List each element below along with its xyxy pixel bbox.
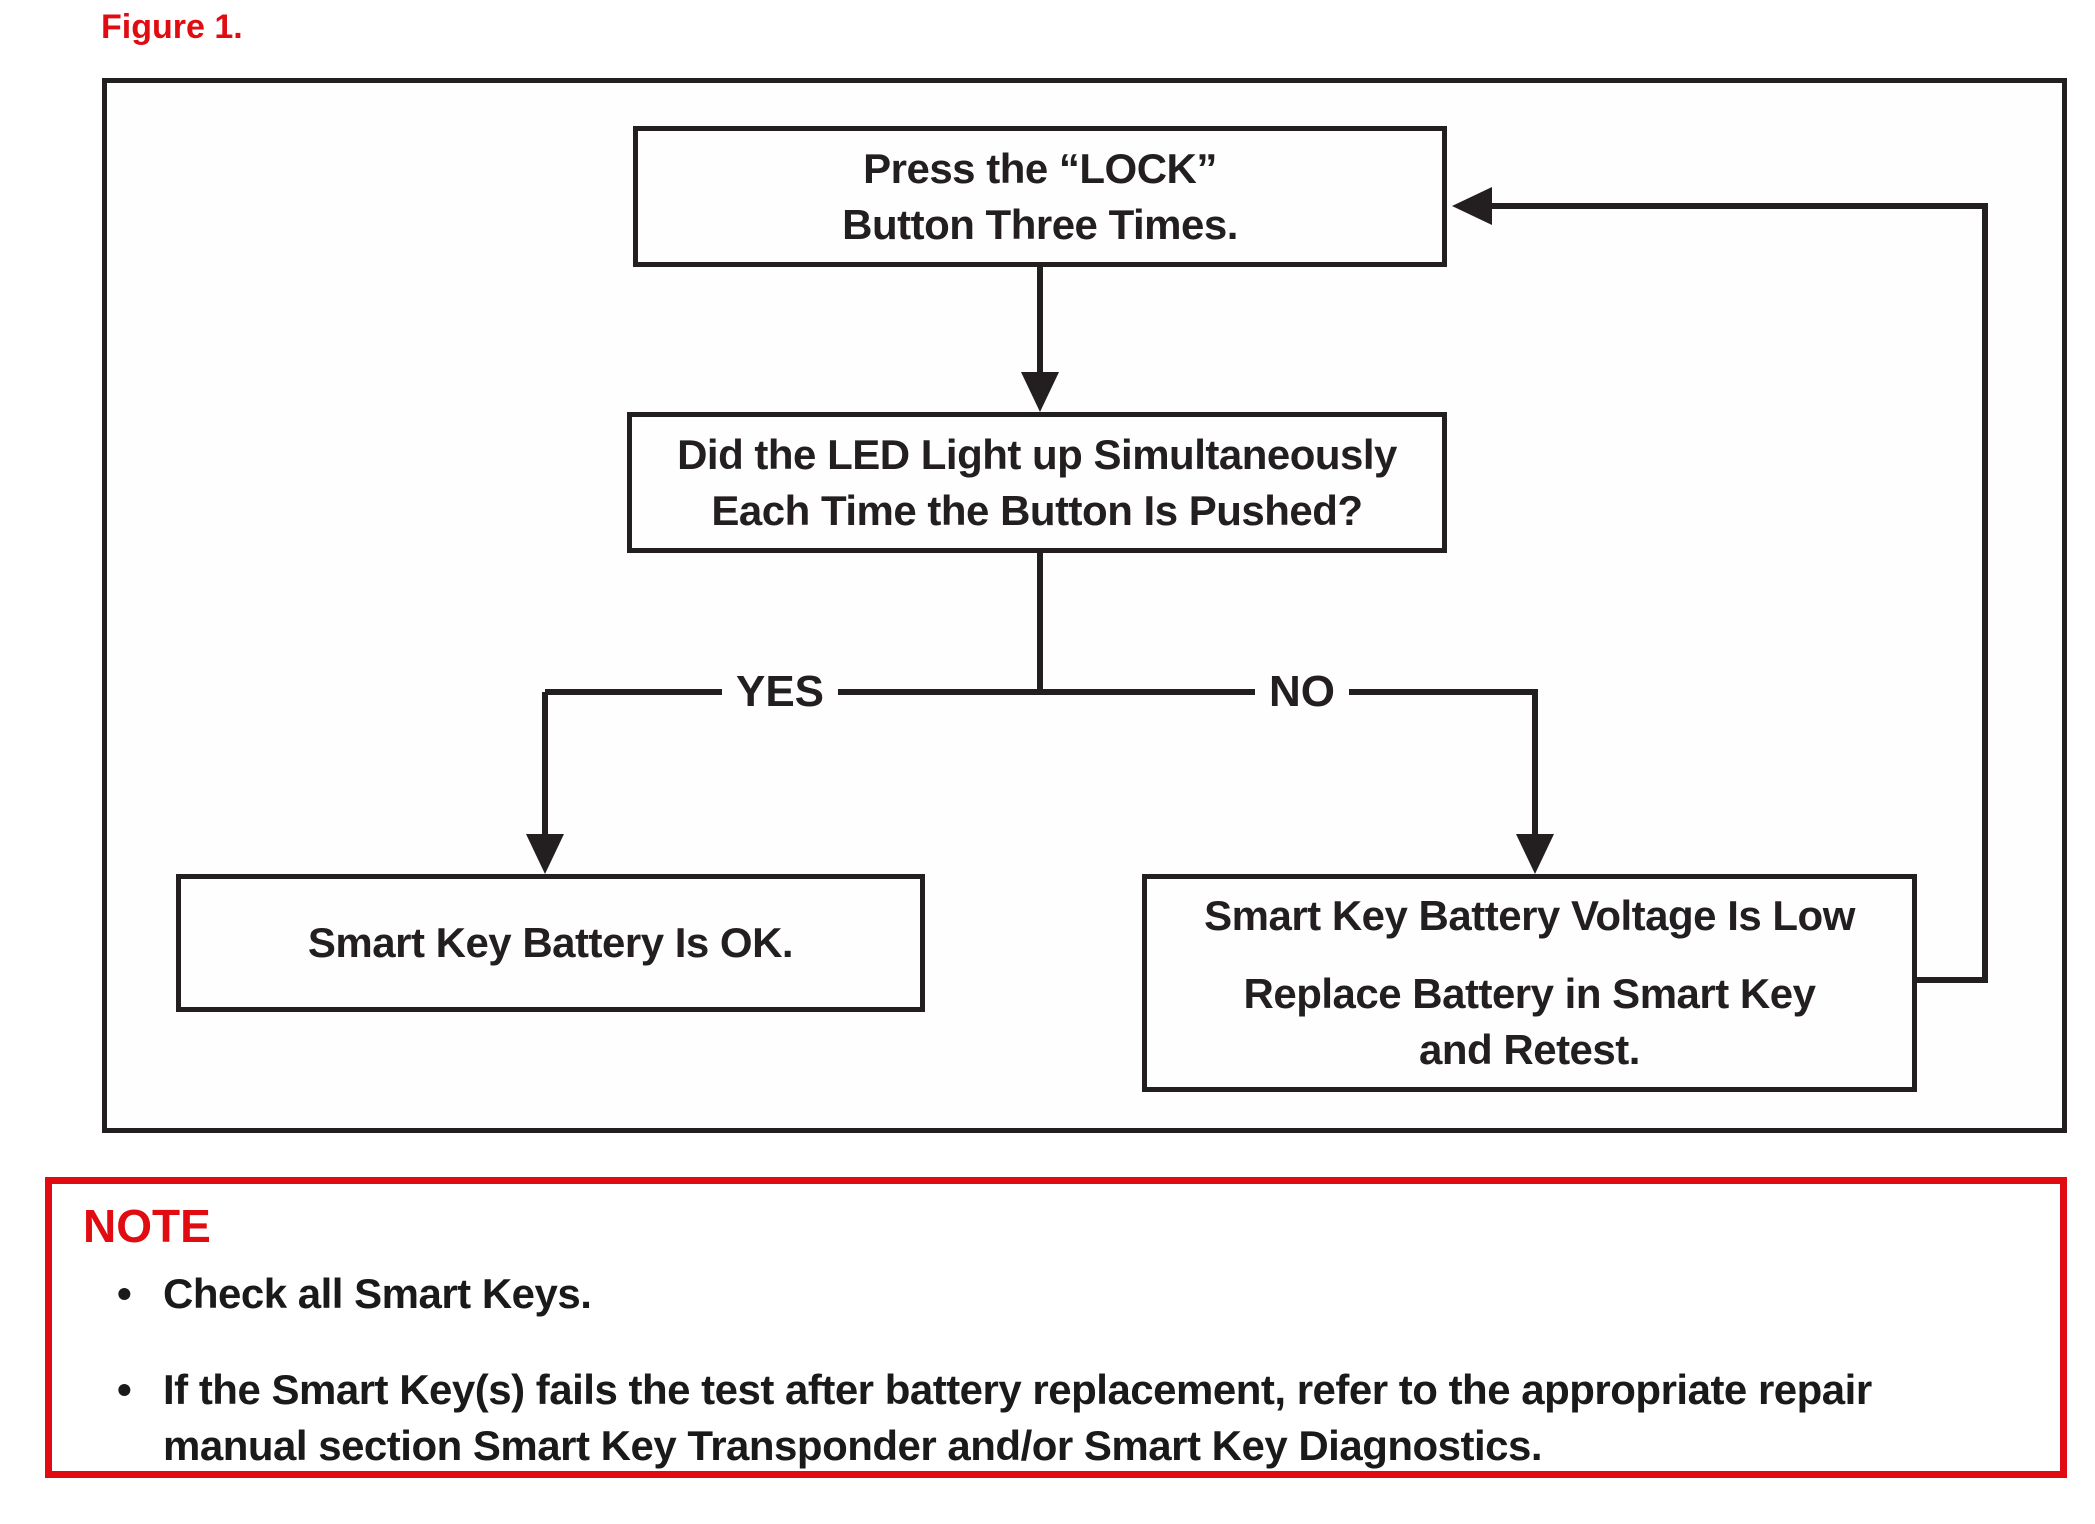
node-text-line: Did the LED Light up Simultaneously [677, 430, 1397, 478]
connector-decision-stem [1037, 553, 1043, 695]
node-text-line: Smart Key Battery Voltage Is Low [1204, 892, 1855, 939]
connector-feedback-bottom [1917, 977, 1988, 983]
note-bullet-text: manual section Smart Key Transponder and… [163, 1422, 1543, 1469]
connector-yes-vertical [542, 692, 548, 834]
arrow-down-icon [1021, 372, 1059, 412]
note-bullet-item: • If the Smart Key(s) fails the test aft… [117, 1362, 1872, 1474]
connector-feedback-top [1490, 203, 1988, 209]
connector-feedback-vertical [1982, 203, 1988, 983]
figure-title: Figure 1. [101, 8, 243, 46]
note-bullet-text: Check all Smart Keys. [163, 1270, 592, 1317]
connector-no-vertical [1532, 692, 1538, 834]
note-heading: NOTE [83, 1200, 211, 1252]
node-text-line: Replace Battery in Smart Key [1243, 970, 1816, 1017]
note-box: NOTE • Check all Smart Keys. • If the Sm… [45, 1177, 2067, 1478]
bullet-icon: • [117, 1270, 132, 1317]
node-text-line: Smart Key Battery Is OK. [307, 919, 794, 966]
note-bullet-item: • Check all Smart Keys. [117, 1266, 592, 1322]
node-text-line: and Retest. [1419, 1026, 1640, 1073]
node-text-line: Press the “LOCK” [863, 144, 1217, 192]
branch-label-no: NO [1255, 667, 1349, 717]
node-text-line: Each Time the Button Is Pushed? [711, 486, 1363, 534]
branch-label-yes: YES [721, 667, 839, 717]
flowchart-frame: Press the “LOCK” Button Three Times. Did… [102, 78, 2067, 1133]
arrow-left-icon [1452, 187, 1492, 225]
flowchart-node-press-lock: Press the “LOCK” Button Three Times. [633, 126, 1447, 267]
flowchart-node-battery-low: Smart Key Battery Voltage Is Low Replace… [1142, 874, 1917, 1092]
connector-step1-step2 [1037, 267, 1043, 374]
arrow-down-icon [1516, 834, 1554, 874]
flowchart-node-led-question: Did the LED Light up Simultaneously Each… [627, 412, 1447, 553]
arrow-down-icon [526, 834, 564, 874]
bullet-icon: • [117, 1366, 132, 1413]
node-text-line: Button Three Times. [842, 200, 1238, 248]
note-bullet-text: If the Smart Key(s) fails the test after… [163, 1366, 1872, 1413]
connector-branch-horizontal [545, 689, 1538, 695]
flowchart-node-battery-ok: Smart Key Battery Is OK. [176, 874, 925, 1012]
